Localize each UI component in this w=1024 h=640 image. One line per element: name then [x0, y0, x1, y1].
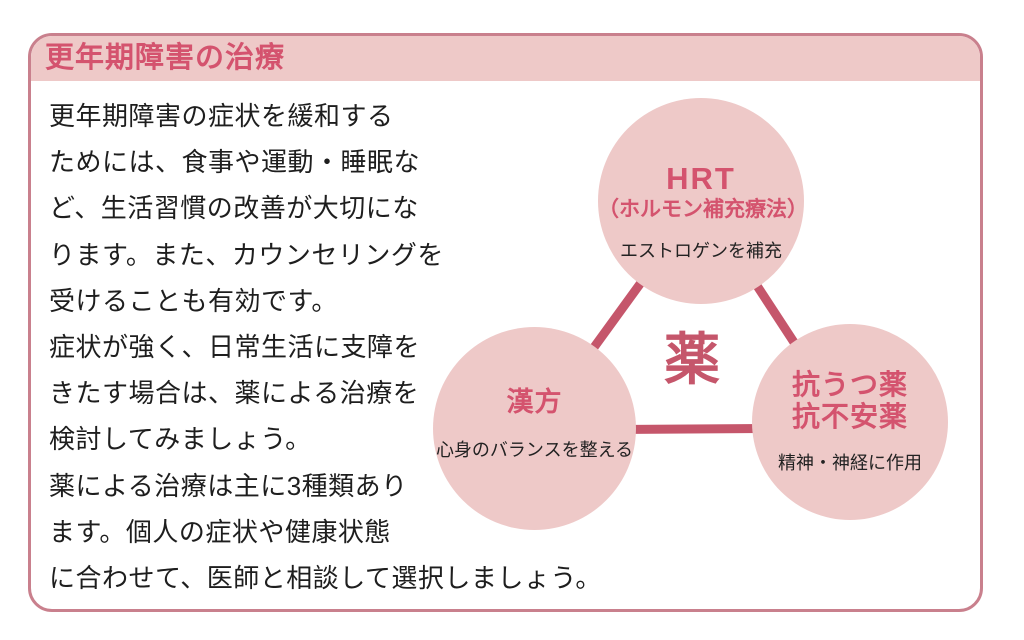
intro-line: ためには、食事や運動・睡眠な [49, 147, 421, 178]
kampo-circle-content: 漢方 心身のバランスを整える [436, 387, 633, 462]
intro-paragraph: 更年期障害の症状を緩和する ためには、食事や運動・睡眠な ど、生活習慣の改善が大… [49, 93, 649, 601]
intro-line: 検討してみましょう。 [49, 424, 312, 455]
intro-line: 更年期障害の症状を緩和する [49, 101, 394, 131]
hrt-circle: HRT （ホルモン補充療法） エストロゲンを補充 [598, 98, 808, 304]
intro-line: ます。個人の症状や健康状態 [49, 516, 391, 547]
card-header: 更年期障害の治療 [31, 36, 980, 81]
intro-line: ります。また、カウンセリングを [49, 239, 444, 270]
hrt-title: HRT [666, 161, 736, 197]
intro-line: きたす場合は、薬による治療を [49, 378, 420, 409]
kampo-description: 心身のバランスを整える [435, 439, 634, 460]
hrt-circle-content: HRT （ホルモン補充療法） エストロゲンを補充 [598, 161, 808, 262]
kampo-title: 漢方 [506, 387, 563, 418]
intro-line: 症状が強く、日常生活に支障を [49, 332, 421, 363]
hrt-description: エストロゲンを補充 [620, 240, 782, 261]
medicine-center-label: 薬 [664, 328, 720, 391]
intro-line: 受けることも有効です。 [49, 285, 338, 316]
antidepressant-title-line2: 抗不安薬 [791, 401, 908, 432]
intro-line: に合わせて、医師と相談して選択しましょう。 [49, 563, 602, 594]
antidepressant-circle-content: 抗うつ薬 抗不安薬 精神・神経に作用 [778, 369, 922, 476]
intro-line: 薬による治療は主に3種類あり [49, 470, 408, 501]
antidepressant-circle: 抗うつ薬 抗不安薬 精神・神経に作用 [752, 324, 948, 520]
page-title: 更年期障害の治療 [45, 42, 286, 74]
kampo-circle: 漢方 心身のバランスを整える [433, 327, 636, 530]
antidepressant-title-line1: 抗うつ薬 [791, 368, 908, 400]
antidepressant-description: 精神・神経に作用 [778, 453, 922, 474]
hrt-subtitle: （ホルモン補充療法） [598, 197, 808, 221]
intro-line: ど、生活習慣の改善が大切にな [49, 193, 419, 224]
